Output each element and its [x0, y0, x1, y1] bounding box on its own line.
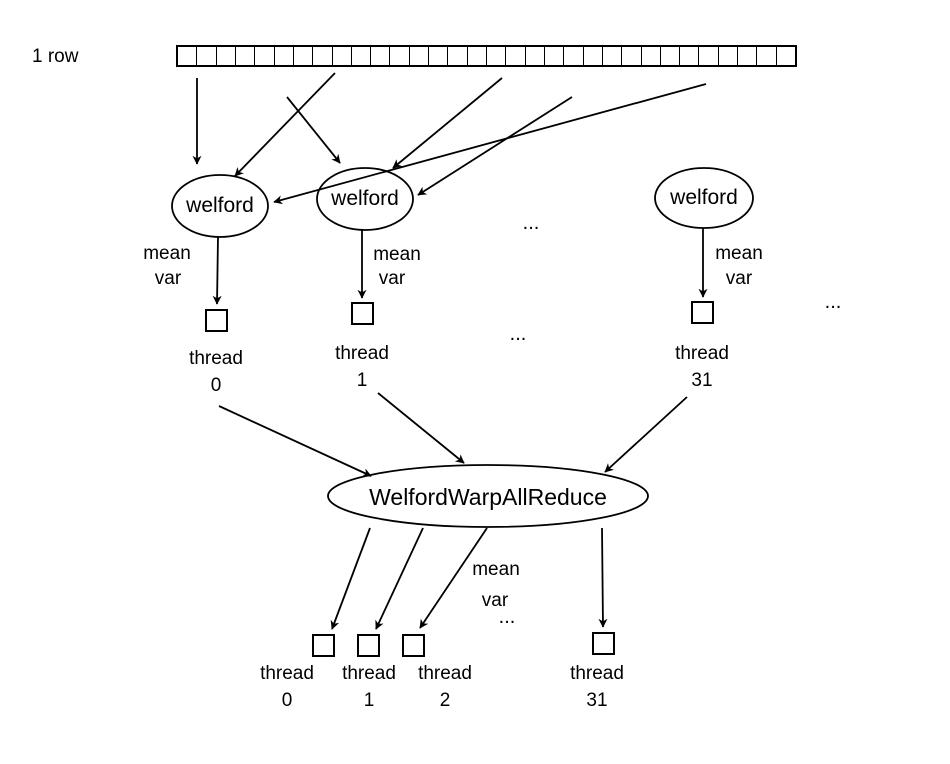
row-cell	[757, 47, 777, 65]
thread31-label: thread 31	[675, 340, 729, 394]
arrow-reduce-to-out2	[419, 527, 488, 629]
row-cell	[236, 47, 256, 65]
out-thread2-word: thread	[418, 663, 472, 684]
thread0-value-square	[205, 309, 228, 332]
arrow-row-to-welford1-a	[286, 96, 341, 164]
row-cell	[661, 47, 681, 65]
arrow-welford0-to-square	[212, 236, 222, 305]
arrow-reduce-to-out1	[375, 527, 424, 630]
row-cell	[506, 47, 526, 65]
welford0-label: welford	[186, 194, 254, 217]
thread1-word: thread	[335, 343, 389, 364]
out-thread2-square	[402, 634, 425, 657]
row-cell	[680, 47, 700, 65]
row-cell	[699, 47, 719, 65]
row-cell	[371, 47, 391, 65]
out-thread0-num: 0	[281, 690, 293, 711]
row-cell	[255, 47, 275, 65]
reduce-out-ellipsis: ...	[498, 606, 516, 628]
arrow-row-to-welford0-c	[273, 83, 707, 205]
welford-row-ellipsis: ...	[522, 212, 540, 234]
row-cell	[275, 47, 294, 65]
arrow-reduce-to-out0	[330, 527, 371, 630]
arrow-row-to-welford0-b	[234, 72, 336, 177]
thread0-num: 0	[210, 375, 222, 396]
row-cell	[333, 47, 352, 65]
thread-row-ellipsis: ...	[509, 323, 527, 345]
row-cell	[603, 47, 623, 65]
squares-row-ellipsis: ...	[824, 291, 842, 313]
out-thread1-label: thread 1	[342, 660, 396, 714]
welford-warp-all-reduce-ellipse	[327, 464, 649, 528]
out-thread1-square	[357, 634, 380, 657]
welford1-label: welford	[331, 187, 399, 210]
out-thread31-label: thread 31	[570, 660, 624, 714]
row-cell	[410, 47, 430, 65]
row-cell	[777, 47, 795, 65]
out-thread31-num: 31	[586, 690, 608, 711]
out-thread2-num: 2	[439, 690, 451, 711]
out-thread1-word: thread	[342, 663, 396, 684]
row-cell	[217, 47, 236, 65]
row-cell	[352, 47, 372, 65]
welford31-label: welford	[670, 186, 738, 209]
welford1-var-label: var	[378, 268, 406, 289]
out-thread0-word: thread	[260, 663, 314, 684]
out-thread1-num: 1	[363, 690, 375, 711]
welford1-mean-label: mean	[373, 244, 421, 265]
row-cell	[468, 47, 487, 65]
row-cell	[564, 47, 584, 65]
welford-ellipse-31	[654, 167, 754, 229]
row-cell	[313, 47, 333, 65]
row-cell	[622, 47, 642, 65]
thread1-label: thread 1	[335, 340, 389, 394]
thread1-num: 1	[356, 370, 368, 391]
row-cell	[545, 47, 565, 65]
out-thread31-square	[592, 632, 615, 655]
row-cell	[390, 47, 410, 65]
thread31-word: thread	[675, 343, 729, 364]
thread0-word: thread	[189, 348, 243, 369]
welford0-var-label: var	[154, 268, 182, 289]
welford31-var-label: var	[725, 268, 753, 289]
arrow-thread31-to-reduce	[604, 396, 688, 473]
arrow-row-to-welford1-b	[392, 77, 503, 169]
thread31-num: 31	[691, 370, 713, 391]
row-cell	[719, 47, 739, 65]
reduce-mean-label: mean	[472, 559, 520, 580]
row-cell	[294, 47, 314, 65]
row-cell	[197, 47, 217, 65]
thread31-value-square	[691, 301, 714, 324]
thread1-value-square	[351, 302, 374, 325]
reduce-label: WelfordWarpAllReduce	[369, 484, 607, 510]
row-cell	[738, 47, 758, 65]
out-thread2-label: thread 2	[418, 660, 472, 714]
out-thread0-square	[312, 634, 335, 657]
row-cells	[176, 45, 797, 67]
row-cell	[526, 47, 545, 65]
reduce-var-label: var	[481, 590, 509, 611]
welford-ellipse-0	[171, 174, 269, 238]
row-cell	[448, 47, 468, 65]
row-cell	[584, 47, 603, 65]
row-label: 1 row	[32, 46, 79, 67]
row-cell	[178, 47, 198, 65]
out-thread31-word: thread	[570, 663, 624, 684]
thread0-label: thread 0	[189, 345, 243, 399]
row-cell	[429, 47, 449, 65]
arrow-thread1-to-reduce	[377, 392, 465, 464]
arrow-reduce-to-out31	[598, 527, 608, 628]
arrow-row-to-welford1-c	[417, 96, 573, 196]
welford31-mean-label: mean	[715, 243, 763, 264]
welford0-mean-label: mean	[143, 243, 191, 264]
arrow-thread0-to-reduce	[218, 405, 372, 477]
row-cell	[487, 47, 507, 65]
out-thread0-label: thread 0	[260, 660, 314, 714]
row-cell	[642, 47, 661, 65]
